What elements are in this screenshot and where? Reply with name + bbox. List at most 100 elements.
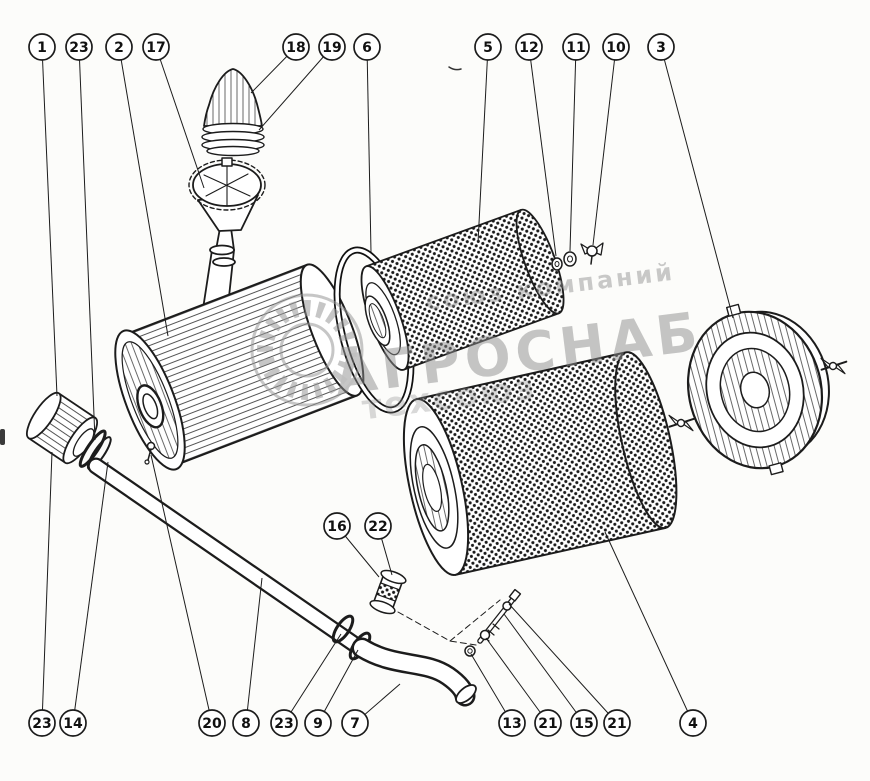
callout-circle <box>323 512 351 540</box>
leader-line-14-15 <box>72 461 109 724</box>
cover-assembly <box>668 303 848 476</box>
nut-13 <box>464 645 476 657</box>
callout-16-12: 16 <box>323 512 351 540</box>
callout-3-11: 3 <box>647 33 675 61</box>
edge-speck <box>0 429 5 445</box>
callout-label: 7 <box>350 716 360 732</box>
leader-line-23-14 <box>41 451 53 724</box>
callout-label: 23 <box>274 716 293 732</box>
callout-circle <box>364 512 392 540</box>
callout-circle <box>304 709 332 737</box>
callout-circle <box>602 33 630 61</box>
callout-7-20: 7 <box>341 709 369 737</box>
leader-line-10-10 <box>592 46 617 246</box>
callout-label: 16 <box>327 519 346 535</box>
callout-label: 20 <box>202 716 222 732</box>
callout-23-1: 23 <box>65 33 93 61</box>
callout-circle <box>515 33 543 61</box>
callout-circle <box>474 33 502 61</box>
clamp-a <box>331 614 355 644</box>
callout-label: 17 <box>146 40 165 56</box>
callout-label: 23 <box>69 40 88 56</box>
callout-circle <box>603 709 631 737</box>
callout-21-22: 21 <box>534 709 562 737</box>
callout-17-3: 17 <box>142 33 170 61</box>
leader-line-4-25 <box>604 531 694 724</box>
callout-circle <box>28 33 56 61</box>
callout-4-25: 4 <box>679 709 707 737</box>
bolt-head <box>508 588 522 602</box>
callout-8-17: 8 <box>232 709 260 737</box>
elbow-pipe <box>351 637 477 707</box>
callout-6-6: 6 <box>353 33 381 61</box>
callout-circle <box>65 33 93 61</box>
leader-line-9-19 <box>317 649 359 724</box>
callout-1-0: 1 <box>28 33 56 61</box>
callout-label: 9 <box>313 716 323 732</box>
callout-circle <box>282 33 310 61</box>
callout-15-23: 15 <box>570 709 598 737</box>
leader-line-3-11 <box>660 46 734 319</box>
callout-label: 4 <box>688 716 698 732</box>
callout-22-13: 22 <box>364 512 392 540</box>
callout-13-21: 13 <box>498 709 526 737</box>
callout-label: 18 <box>286 40 305 56</box>
impeller <box>188 157 266 232</box>
mounting-hardware <box>551 242 604 271</box>
leader-line-15-23 <box>503 613 585 724</box>
callout-14-15: 14 <box>59 709 87 737</box>
callout-circle <box>562 33 590 61</box>
callout-circle <box>105 33 133 61</box>
callout-label: 23 <box>32 716 51 732</box>
callout-label: 6 <box>362 40 372 56</box>
filter-element-small <box>360 208 565 371</box>
callout-21-24: 21 <box>603 709 631 737</box>
fitting <box>369 569 407 615</box>
intake-cap <box>26 391 112 471</box>
callout-circle <box>679 709 707 737</box>
callout-circle <box>59 709 87 737</box>
leader-line-23-18 <box>283 633 342 724</box>
callout-2-2: 2 <box>105 33 133 61</box>
callout-19-5: 19 <box>318 33 346 61</box>
callout-label: 8 <box>241 716 251 732</box>
leader-line-8-17 <box>245 577 263 724</box>
callout-circle <box>28 709 56 737</box>
callout-label: 22 <box>368 519 387 535</box>
callout-12-8: 12 <box>515 33 543 61</box>
callout-20-16: 20 <box>198 709 226 737</box>
callout-9-19: 9 <box>304 709 332 737</box>
callout-circle <box>498 709 526 737</box>
callout-label: 11 <box>566 40 585 56</box>
callout-label: 13 <box>502 716 521 732</box>
leader-line-5-7 <box>477 46 489 244</box>
dashed-guides <box>397 599 501 646</box>
callout-label: 19 <box>322 40 341 56</box>
callout-circle <box>647 33 675 61</box>
callout-circle <box>318 33 346 61</box>
callout-label: 3 <box>656 40 666 56</box>
callout-label: 12 <box>519 40 538 56</box>
washer-12 <box>551 257 563 271</box>
callout-label: 2 <box>114 40 124 56</box>
cone-cap <box>201 68 265 157</box>
callout-circle <box>270 709 298 737</box>
leader-lines-layer <box>41 46 734 724</box>
washer-21b <box>502 601 512 611</box>
callout-label: 5 <box>483 40 493 56</box>
callout-23-14: 23 <box>28 709 56 737</box>
callout-label: 14 <box>63 716 83 732</box>
washer-11 <box>563 251 577 267</box>
washer-21a <box>479 629 491 641</box>
leader-line-20-16 <box>150 454 213 724</box>
main-housing <box>114 263 365 471</box>
callout-label: 21 <box>538 716 557 732</box>
leader-line-6-6 <box>366 46 372 253</box>
watermark-gear-emblem <box>250 293 364 407</box>
callout-label: 21 <box>607 716 626 732</box>
leader-line-12-8 <box>528 46 557 257</box>
leader-line-11-9 <box>569 46 577 252</box>
